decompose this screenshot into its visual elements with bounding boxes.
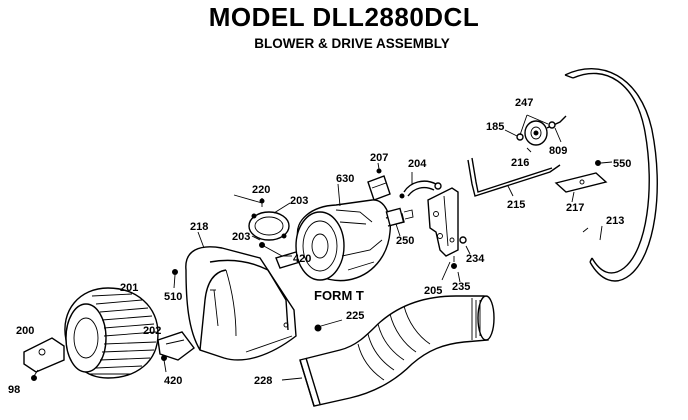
callout-203a: 203: [290, 195, 308, 207]
drive-belt-part-213: [564, 67, 658, 282]
motor-mount-ring-part-203: [248, 198, 290, 257]
screw-part-225: [314, 319, 343, 332]
part-callouts: 185 247 809 216 550 207 204 630 220 203 …: [8, 97, 631, 396]
callout-550: 550: [613, 158, 631, 170]
form-label: FORM T: [314, 288, 364, 303]
callout-220: 220: [252, 184, 270, 196]
callout-216-pulley: 216: [511, 157, 529, 169]
callout-234: 234: [466, 253, 485, 265]
callout-420a: 420: [293, 253, 311, 265]
callout-247: 247: [515, 97, 533, 109]
motor-mount-bracket-part-205: [427, 187, 467, 269]
callout-200: 200: [16, 325, 34, 337]
callout-185: 185: [486, 121, 504, 133]
callout-218: 218: [190, 221, 208, 233]
callout-250: 250: [396, 235, 414, 247]
callout-207: 207: [370, 152, 388, 164]
callout-202: 202: [143, 325, 161, 337]
idler-pulley-part-216: [504, 114, 567, 153]
exhaust-duct-part-228: [299, 295, 495, 407]
callout-809: 809: [549, 145, 567, 157]
motor-switch-part-207: [367, 162, 391, 201]
callout-201: 201: [120, 282, 138, 294]
blower-wheel-part-201: [64, 287, 159, 379]
bracket-part-217: [554, 172, 608, 203]
blower-cover-part-202: [157, 331, 195, 373]
blower-bracket-part-200: [23, 337, 65, 381]
callout-leader-lines: [197, 172, 603, 381]
blower-housing-part-218: [185, 246, 297, 361]
drive-motor-part-630: [275, 199, 414, 282]
callout-215: 215: [507, 199, 525, 211]
callout-217: 217: [566, 202, 584, 214]
callout-213: 213: [606, 215, 624, 227]
callout-98: 98: [8, 384, 20, 396]
callout-420b: 420: [164, 375, 182, 387]
callout-510: 510: [164, 291, 182, 303]
callout-228: 228: [254, 375, 272, 387]
motor-clamp-part-204: [399, 180, 442, 199]
model-title: MODEL DLL2880DCL: [208, 2, 480, 32]
callout-630: 630: [336, 173, 354, 185]
callout-235: 235: [452, 281, 470, 293]
callout-225: 225: [346, 310, 364, 322]
screw-part-510: [172, 269, 178, 289]
idler-arm-part-215: [467, 157, 561, 197]
screw-part-550: [595, 160, 613, 166]
assembly-subtitle: BLOWER & DRIVE ASSEMBLY: [254, 36, 450, 51]
callout-204: 204: [408, 158, 427, 170]
callout-205: 205: [424, 285, 442, 297]
callout-203b: 203: [232, 231, 250, 243]
